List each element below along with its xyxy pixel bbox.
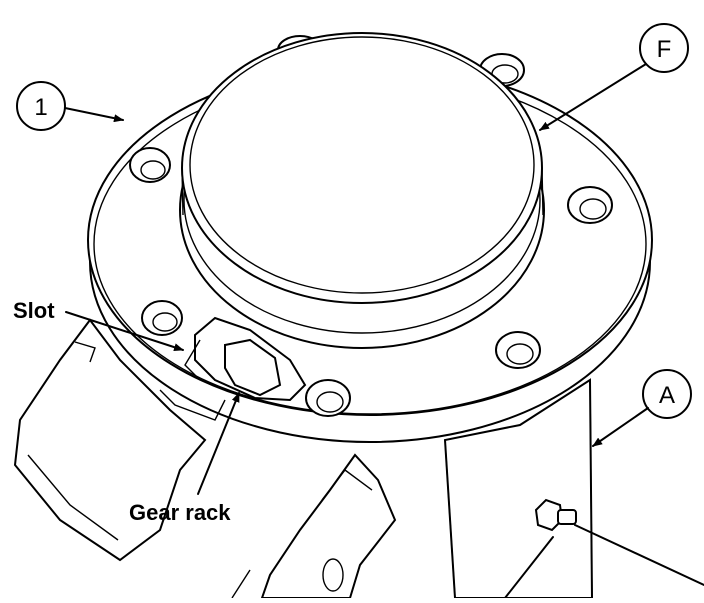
center-cap [179, 32, 545, 349]
callout-f: F [539, 23, 689, 131]
callout-f-letter: F [657, 36, 672, 63]
grease-fitting [504, 498, 704, 599]
bolt-hole-7 [141, 300, 183, 336]
callout-1: 1 [16, 81, 124, 131]
bracket-plate [13, 318, 207, 562]
support-column [443, 378, 594, 599]
lower-linkage [231, 453, 397, 599]
callout-a-letter: A [659, 382, 675, 409]
gear-rack-label-group: Gear rack [129, 392, 240, 525]
gear-rack-label: Gear rack [129, 500, 231, 525]
callout-a: A [592, 369, 692, 447]
bolt-hole-5 [495, 331, 541, 369]
slot-label: Slot [13, 298, 55, 323]
bolt-hole-4 [567, 186, 613, 224]
bolt-hole-1 [129, 147, 171, 183]
slot-region [159, 316, 307, 421]
callout-1-number: 1 [34, 94, 47, 121]
bolt-hole-6 [305, 379, 351, 417]
slot-label-group: Slot [13, 298, 184, 352]
